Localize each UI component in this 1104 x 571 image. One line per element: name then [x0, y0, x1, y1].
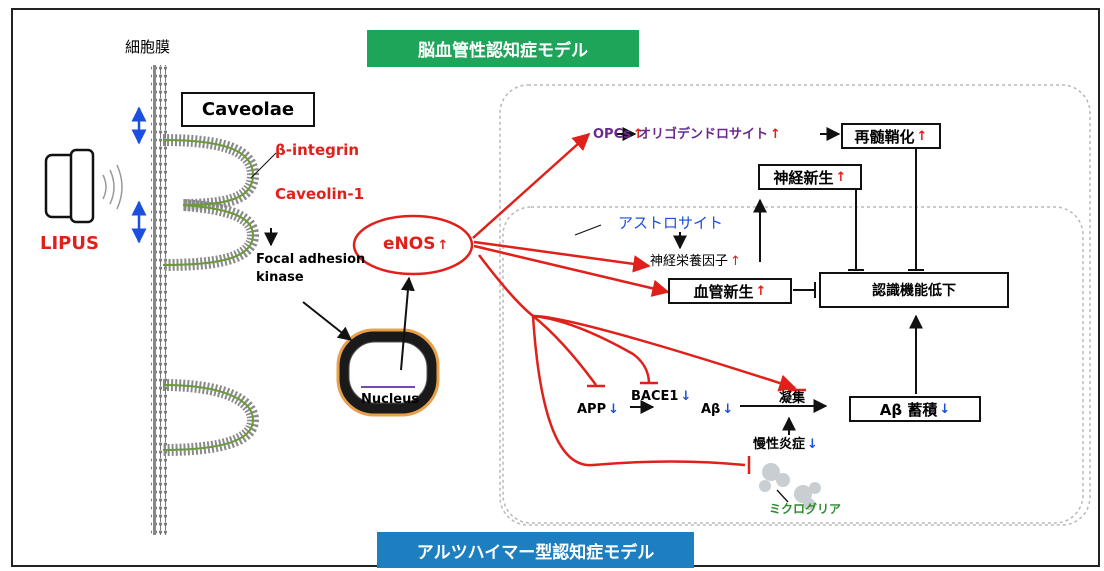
neurogenesis-text: 神経新生	[773, 168, 834, 187]
enos-ellipse	[352, 214, 474, 276]
figure-frame: 細胞膜 Caveolae β-integrin Caveolin-1 LIPUS…	[11, 8, 1100, 568]
oligodendrocyte-text: オリゴデンドロサイト	[638, 127, 769, 142]
abeta-label: Aβ↓	[701, 403, 733, 416]
bace1-text: BACE1	[631, 389, 679, 404]
down-marker: ↓	[939, 401, 951, 417]
lipus-label: LIPUS	[40, 233, 99, 254]
vascular-model-banner: 脳血管性認知症モデル	[367, 30, 639, 67]
cell-membrane	[151, 65, 260, 535]
opcs-text: OPCs	[593, 127, 631, 142]
down-marker: ↓	[608, 402, 620, 417]
alzheimer-region	[502, 206, 1084, 524]
remyelination-text: 再髄鞘化	[854, 127, 915, 146]
inflammation-text: 慢性炎症	[753, 437, 806, 452]
vascular-region	[499, 84, 1091, 526]
up-marker: ↑	[632, 127, 644, 142]
alzheimer-model-banner: アルツハイマー型認知症モデル	[377, 532, 694, 568]
astrocyte-label: アストロサイト	[618, 214, 724, 232]
caveolae-box: Caveolae	[181, 92, 315, 127]
up-marker: ↑	[835, 169, 847, 185]
nucleus-label: Nucleus	[361, 392, 420, 407]
abeta-accumulation-text: Aβ 蓄積	[879, 400, 938, 419]
oligodendrocyte-label: オリゴデンドロサイト↑	[638, 128, 781, 141]
aggregation-label: 凝集	[779, 391, 806, 406]
opcs-label: OPCs↑	[593, 128, 644, 141]
angiogenesis-box: 血管新生↑	[668, 278, 792, 304]
beta-integrin-label: β-integrin	[275, 141, 360, 159]
nucleus-icon	[336, 328, 440, 417]
app-label: APP↓	[577, 403, 619, 416]
up-marker: ↑	[755, 283, 767, 299]
neurogenesis-box: 神経新生↑	[758, 164, 862, 190]
neurotrophic-label: 神経栄養因子↑	[650, 255, 741, 268]
membrane-label: 細胞膜	[125, 38, 171, 56]
abeta-text: Aβ	[701, 402, 721, 417]
abeta-accumulation-box: Aβ 蓄積↓	[849, 396, 981, 422]
up-marker: ↑	[770, 127, 781, 142]
down-marker: ↓	[680, 389, 692, 404]
bace1-label: BACE1↓	[631, 390, 691, 403]
enos-text: eNOS	[383, 234, 436, 254]
app-text: APP	[577, 402, 607, 417]
cognitive-decline-box: 認識機能低下	[819, 272, 1009, 308]
angiogenesis-text: 血管新生	[693, 282, 754, 301]
enos-label: eNOS↑	[383, 236, 448, 253]
up-marker: ↑	[437, 238, 449, 253]
up-marker: ↑	[730, 254, 741, 269]
caveolin-label: Caveolin-1	[275, 185, 365, 203]
microglia-label: ミクログリア	[769, 502, 842, 516]
enos-effect-arrows	[472, 132, 806, 474]
neurotrophic-text: 神経栄養因子	[650, 254, 729, 269]
inflammation-label: 慢性炎症↓	[753, 438, 818, 451]
microglia-icon	[759, 463, 821, 510]
fak-label: Focal adhesion kinase	[256, 252, 366, 285]
diagram-canvas	[44, 65, 1091, 535]
lipus-device-icon	[44, 148, 123, 224]
down-marker: ↓	[722, 402, 734, 417]
up-marker: ↑	[916, 128, 928, 144]
down-marker: ↓	[807, 437, 818, 452]
remyelination-box: 再髄鞘化↑	[841, 123, 941, 149]
